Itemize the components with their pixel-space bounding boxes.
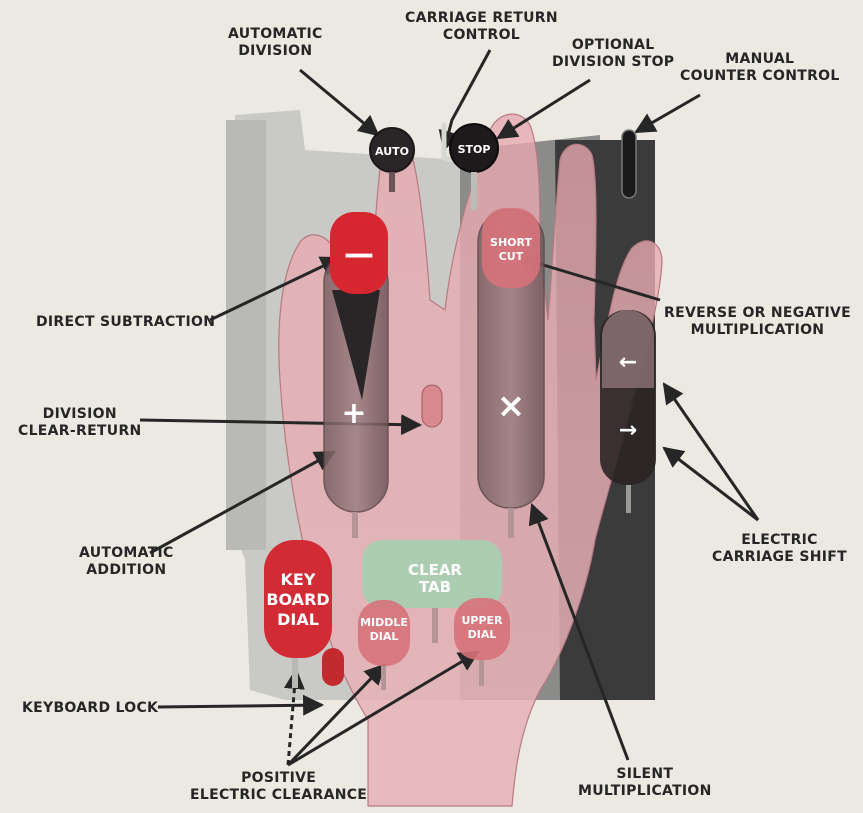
label-division-clear-return: DIVISION CLEAR-RETURN — [18, 406, 142, 440]
label-automatic-division: AUTOMATIC DIVISION — [228, 26, 323, 60]
plus-key-label: + — [341, 396, 366, 431]
shift-left-arrow: ← — [619, 350, 637, 375]
label-silent-multiplication: SILENT MULTIPLICATION — [578, 766, 712, 800]
label-positive-electric-clearance: POSITIVE ELECTRIC CLEARANCE — [190, 770, 367, 804]
shift-stem — [626, 485, 631, 513]
label-automatic-addition: AUTOMATIC ADDITION — [79, 545, 174, 579]
label-electric-carriage-shift: ELECTRIC CARRIAGE SHIFT — [712, 532, 847, 566]
arrow-keyboard-lock — [158, 705, 322, 707]
arrow-automatic-division — [300, 70, 378, 135]
auto-key-stem — [389, 172, 395, 192]
times-key-label: × — [497, 386, 526, 426]
label-carriage-return-control: CARRIAGE RETURN CONTROL — [405, 10, 558, 44]
shift-right-arrow: → — [619, 418, 637, 443]
stop-key-stem — [471, 172, 477, 210]
label-manual-counter-control: MANUAL COUNTER CONTROL — [680, 51, 840, 85]
keyboard-dial-label-2: BOARD — [266, 590, 329, 609]
add-bar-stem — [352, 512, 358, 538]
arrow-shift-right — [664, 448, 758, 520]
short-cut-label-2: CUT — [499, 250, 524, 263]
arrow-shift-left — [664, 384, 758, 520]
middle-dial-stem — [381, 666, 386, 690]
middle-dial-label-2: DIAL — [370, 630, 399, 643]
stop-key-label: STOP — [458, 143, 491, 156]
keyboard-dial-label-1: KEY — [281, 570, 316, 589]
upper-dial-label-1: UPPER — [461, 614, 503, 627]
clear-tab-label-2: TAB — [419, 578, 451, 596]
clear-tab-stem — [432, 608, 438, 643]
arrow-manual-counter — [636, 95, 700, 132]
label-direct-subtraction: DIRECT SUBTRACTION — [36, 314, 215, 331]
keyboard-dial-label-3: DIAL — [277, 610, 319, 629]
label-optional-division-stop: OPTIONAL DIVISION STOP — [552, 37, 674, 71]
division-clear-key — [422, 385, 442, 427]
upper-dial-label-2: DIAL — [468, 628, 497, 641]
keyboard-lock-key — [322, 648, 344, 686]
multiply-bar-stem — [508, 508, 514, 538]
auto-key-label: AUTO — [375, 145, 409, 158]
arrow-division-stop — [498, 80, 590, 138]
short-cut-label-1: SHORT — [490, 236, 532, 249]
manual-counter-lever — [622, 130, 636, 198]
minus-key-label: — — [344, 237, 374, 272]
label-keyboard-lock: KEYBOARD LOCK — [22, 700, 158, 717]
keyboard-dial-stem — [292, 658, 298, 688]
upper-dial-stem — [479, 660, 484, 686]
label-reverse-negative-multiplication: REVERSE OR NEGATIVE MULTIPLICATION — [664, 305, 851, 339]
middle-dial-label-1: MIDDLE — [360, 616, 408, 629]
shift-left-key — [602, 310, 654, 388]
clear-tab-label-1: CLEAR — [408, 561, 462, 579]
machine-panel-left-strip — [226, 120, 266, 550]
